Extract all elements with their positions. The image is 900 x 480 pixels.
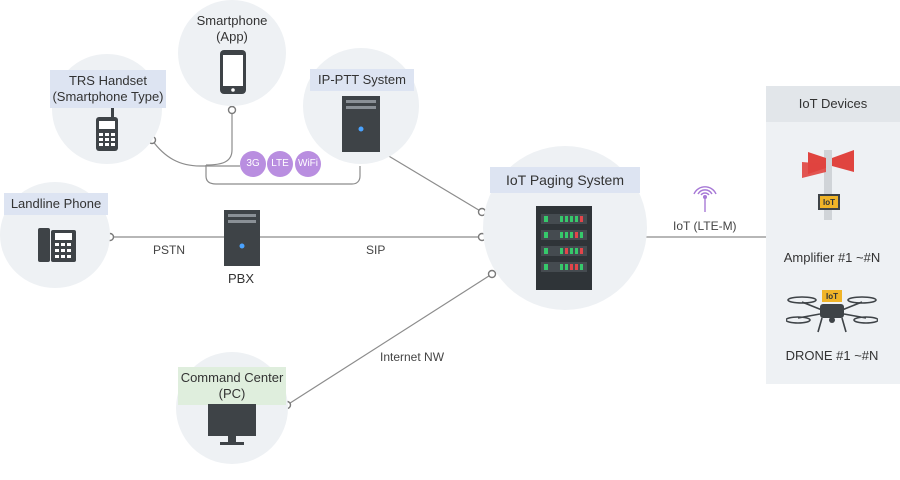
- dot-smartphone: [227, 105, 237, 115]
- ptt-to-paging: [386, 154, 483, 213]
- desk-phone-icon: [38, 228, 76, 262]
- badge-lte: LTE: [267, 151, 293, 177]
- smartphone-label: Smartphone (App): [196, 13, 268, 44]
- iot-devices-title: IoT Devices: [766, 86, 900, 122]
- monitor-icon: [208, 404, 256, 445]
- server-rack-icon: [536, 206, 592, 290]
- amplifier-label: Amplifier #1 ~#N: [783, 250, 881, 265]
- pstn-label: PSTN: [153, 243, 186, 257]
- iot-paging-label: IoT Paging System: [490, 167, 640, 193]
- drone-icon: IoT: [786, 290, 878, 333]
- landline-label: Landline Phone: [4, 193, 108, 215]
- internet-line: [286, 273, 493, 406]
- command-center-label: Command Center (PC): [178, 367, 286, 405]
- sip-label: SIP: [366, 243, 386, 257]
- lte-m-label: IoT (LTE-M): [673, 219, 737, 233]
- smartphone-link: [205, 110, 233, 166]
- internet-nw-label: Internet NW: [380, 350, 445, 364]
- connector-lines: [110, 110, 766, 406]
- antenna-icon: [693, 186, 717, 212]
- server-tower-icon: [342, 96, 380, 152]
- badge-wifi: WiFi: [295, 151, 321, 177]
- drone-iot-tag: IoT: [826, 292, 838, 301]
- walkie-talkie-icon: [96, 108, 118, 151]
- dot-paging-internet: [487, 269, 497, 279]
- amplifier-iot-tag: IoT: [823, 198, 835, 207]
- smartphone-icon: [220, 50, 246, 94]
- pbx-label: PBX: [227, 271, 254, 286]
- badge-3g: 3G: [240, 151, 266, 177]
- pbx-server-icon: [224, 210, 260, 266]
- trs-handset-label: TRS Handset (Smartphone Type): [50, 70, 166, 108]
- amplifier-icon: IoT: [802, 150, 854, 220]
- wireless-bus: [205, 165, 361, 185]
- drone-label: DRONE #1 ~#N: [785, 348, 879, 363]
- iot-devices-panel: [766, 86, 900, 384]
- ip-ptt-label: IP-PTT System: [310, 69, 414, 91]
- trs-link: [151, 139, 240, 167]
